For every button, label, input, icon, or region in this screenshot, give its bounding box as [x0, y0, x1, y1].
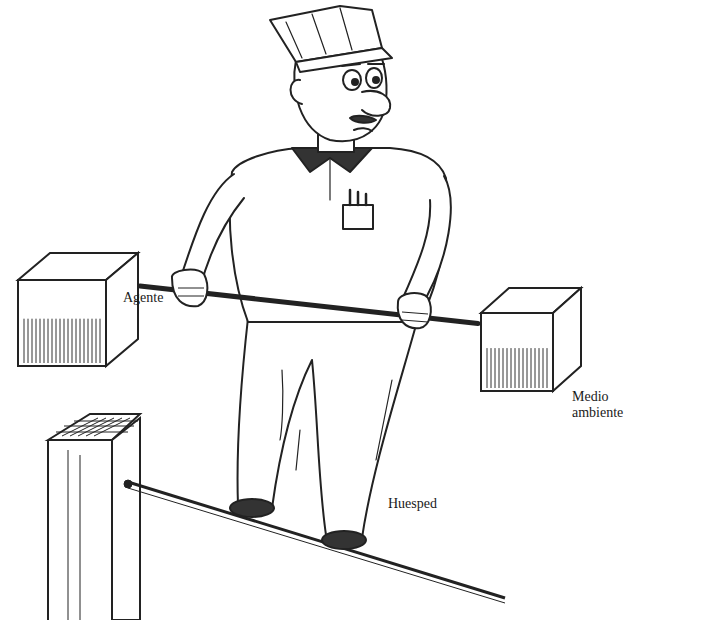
figure-label: Huesped — [388, 496, 437, 512]
shading-line — [84, 319, 85, 363]
box-label: Agente — [123, 290, 203, 306]
worker-figure-part — [322, 531, 366, 549]
worker-figure-part — [354, 128, 372, 131]
worker-figure-part — [366, 68, 382, 88]
shading-line — [491, 348, 492, 388]
worker-figure — [180, 6, 451, 549]
worker-figure-part — [373, 77, 379, 83]
cube-shading — [487, 348, 547, 388]
shading-line — [28, 319, 29, 363]
shading-line — [68, 319, 69, 363]
shading-line — [503, 348, 504, 388]
hands-part — [402, 312, 428, 322]
shading-line — [56, 319, 57, 363]
shading-line — [499, 348, 500, 388]
worker-figure-part — [180, 174, 244, 288]
shading-line — [535, 348, 536, 388]
hands-part — [178, 288, 204, 296]
barbell-bar — [140, 286, 478, 324]
shading-line — [507, 348, 508, 388]
shading-line — [100, 319, 101, 363]
hands-part — [172, 270, 207, 307]
post-part — [56, 418, 138, 436]
hands — [172, 270, 431, 329]
shading-line — [72, 319, 73, 363]
worker-figure-part — [350, 190, 366, 205]
worker-figure-part — [352, 79, 358, 85]
worker-figure-part — [329, 158, 330, 200]
shading-line — [44, 319, 45, 363]
shading-line — [32, 319, 33, 363]
post-part — [48, 418, 140, 620]
shading-line — [519, 348, 520, 388]
shading-line — [48, 319, 49, 363]
post-part — [68, 450, 80, 620]
shading-line — [88, 319, 89, 363]
worker-figure-part — [230, 499, 274, 517]
shading-line — [60, 319, 61, 363]
shading-line — [487, 348, 488, 388]
tightrope-part — [128, 488, 505, 603]
worker-figure-part — [286, 8, 352, 58]
weight-box: Medio ambiente — [478, 285, 583, 395]
cube-side-face — [106, 253, 138, 366]
shading-line — [96, 319, 97, 363]
cube-front-face — [18, 280, 106, 366]
post — [48, 414, 140, 620]
hands-part — [398, 293, 431, 328]
shading-line — [495, 348, 496, 388]
box-label: Medio ambiente — [572, 389, 640, 421]
cube-front-face — [481, 313, 553, 391]
worker-figure-part — [248, 321, 420, 323]
shading-line — [40, 319, 41, 363]
worker-figure-part — [280, 370, 392, 470]
shading-line — [547, 348, 548, 388]
worker-figure-part — [343, 205, 373, 229]
weight-box: Agente — [15, 250, 140, 370]
cube-outline — [15, 250, 140, 370]
shading-line — [76, 319, 77, 363]
shading-line — [36, 319, 37, 363]
shading-line — [539, 348, 540, 388]
shading-line — [24, 319, 25, 363]
shading-line — [523, 348, 524, 388]
shading-line — [92, 319, 93, 363]
shading-line — [511, 348, 512, 388]
shading-line — [543, 348, 544, 388]
worker-figure-part — [291, 80, 303, 104]
worker-figure-part — [362, 91, 390, 116]
tightrope-part — [124, 480, 132, 488]
worker-figure-part — [350, 116, 376, 123]
worker-figure-part — [343, 70, 361, 90]
cube-side-face — [553, 288, 581, 391]
shading-line — [527, 348, 528, 388]
shading-line — [52, 319, 53, 363]
worker-figure-part — [342, 64, 384, 66]
tightrope-part — [128, 482, 505, 598]
post-part — [112, 418, 140, 620]
worker-figure-part — [402, 176, 451, 308]
shading-line — [80, 319, 81, 363]
shading-line — [531, 348, 532, 388]
tightrope — [124, 480, 505, 603]
cube-shading — [24, 319, 100, 363]
cube-outline — [478, 285, 583, 395]
shading-line — [64, 319, 65, 363]
shading-line — [515, 348, 516, 388]
